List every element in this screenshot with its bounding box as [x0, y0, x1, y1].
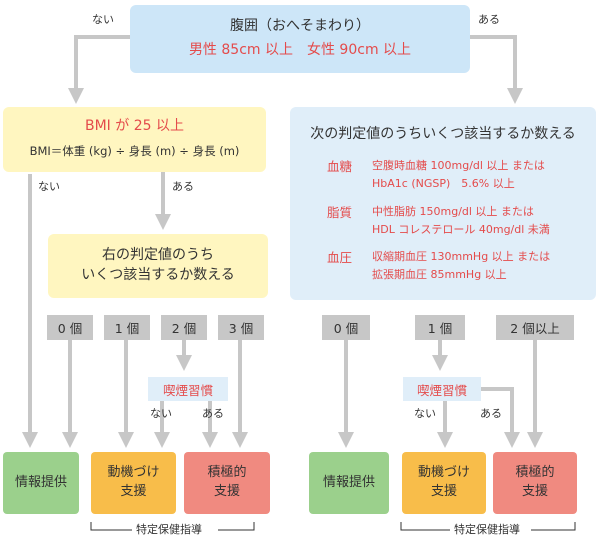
criteria-item-bp-name: 血圧	[327, 250, 353, 265]
criteria-item-glucose-name: 血糖	[327, 159, 353, 174]
waist-title: 腹囲（おへそまわり）	[230, 18, 370, 34]
criteria-item-lipid-line1: 中性脂肪 150mg/dl 以上 または	[372, 205, 534, 218]
left-outcome-motivation-line2: 支援	[120, 484, 147, 499]
top-branch-label-no: ない	[92, 13, 114, 26]
left-count-2: 2 個	[161, 315, 207, 340]
top-branch-label-yes: ある	[478, 13, 500, 26]
arrow-top-yes	[470, 35, 523, 104]
left-count-question-line2: いくつ該当するか数える	[81, 267, 235, 283]
left-count-3: 3 個	[218, 315, 264, 340]
left-smoking-label-yes: ある	[202, 407, 224, 420]
bracket-left-end	[218, 522, 255, 531]
criteria-item-glucose-line1: 空腹時血糖 100mg/dl 以上 または	[372, 159, 545, 172]
left-bracket-label: 特定保健指導	[136, 523, 202, 536]
right-outcome-active-line2: 支援	[521, 484, 548, 499]
bracket-right-start	[400, 522, 450, 531]
waist-criteria: 男性 85cm 以上 女性 90cm 以上	[188, 42, 412, 58]
criteria-item-bp-line1: 収縮期血圧 130mmHg 以上 または	[372, 250, 551, 263]
left-count-1: 1 個	[104, 315, 150, 340]
bmi-formula: BMI＝体重 (kg) ÷ 身長 (m) ÷ 身長 (m)	[29, 144, 240, 158]
bmi-title: BMI が 25 以上	[85, 118, 184, 134]
right-count-0: 0 個	[322, 315, 370, 340]
criteria-item-bp-line2: 拡張期血圧 85mmHg 以上	[372, 268, 507, 281]
right-bracket-label: 特定保健指導	[454, 523, 520, 536]
criteria-title: 次の判定値のうちいくつ該当するか数える	[310, 126, 576, 142]
criteria-item-lipid-line2: HDL コレステロール 40mg/dl 未満	[372, 223, 550, 236]
right-smoking-box: 喫煙習慣	[403, 377, 481, 401]
bmi-box: BMI が 25 以上 BMI＝体重 (kg) ÷ 身長 (m) ÷ 身長 (m…	[3, 107, 266, 172]
right-smoking-label-yes: ある	[480, 407, 502, 420]
right-outcome-motivation-line1: 動機づけ	[417, 465, 470, 481]
left-outcome-active-line2: 支援	[213, 484, 240, 499]
left-outcome-motivation: 動機づけ 支援	[91, 452, 176, 514]
criteria-item-glucose-line2: HbA1c (NGSP) 5.6% 以上	[372, 177, 515, 190]
bracket-left-start	[90, 522, 132, 531]
left-smoking-label-no: ない	[150, 407, 172, 420]
left-outcome-active-line1: 積極的	[207, 465, 247, 481]
right-outcome-active: 積極的 支援	[493, 452, 577, 514]
right-outcome-info: 情報提供	[309, 452, 389, 514]
arrow-top-no	[68, 35, 130, 104]
left-outcome-info: 情報提供	[3, 452, 79, 514]
left-outcome-active: 積極的 支援	[184, 452, 270, 514]
bracket-right-end	[531, 522, 576, 531]
bmi-branch-label-yes: ある	[172, 180, 194, 193]
arrow-right-smoke-yes	[470, 387, 520, 448]
left-outcome-motivation-line1: 動機づけ	[107, 465, 160, 481]
right-smoking-label-no: ない	[414, 407, 436, 420]
criteria-box: 次の判定値のうちいくつ該当するか数える 血糖 空腹時血糖 100mg/dl 以上…	[290, 107, 596, 300]
right-count-2plus: 2 個以上	[496, 315, 574, 340]
right-outcome-motivation-line2: 支援	[430, 484, 457, 499]
right-outcome-motivation: 動機づけ 支援	[402, 452, 486, 514]
left-smoking-box: 喫煙習慣	[148, 377, 228, 401]
right-outcome-active-line1: 積極的	[515, 465, 555, 481]
criteria-item-lipid-name: 脂質	[327, 205, 353, 220]
right-count-1: 1 個	[415, 315, 465, 340]
left-count-question-box: 右の判定値のうち いくつ該当するか数える	[48, 234, 268, 298]
left-count-question-line1: 右の判定値のうち	[102, 247, 214, 263]
bmi-branch-label-no: ない	[38, 180, 60, 193]
left-count-0: 0 個	[47, 315, 93, 340]
waist-criteria-box: 腹囲（おへそまわり） 男性 85cm 以上 女性 90cm 以上	[130, 5, 470, 73]
